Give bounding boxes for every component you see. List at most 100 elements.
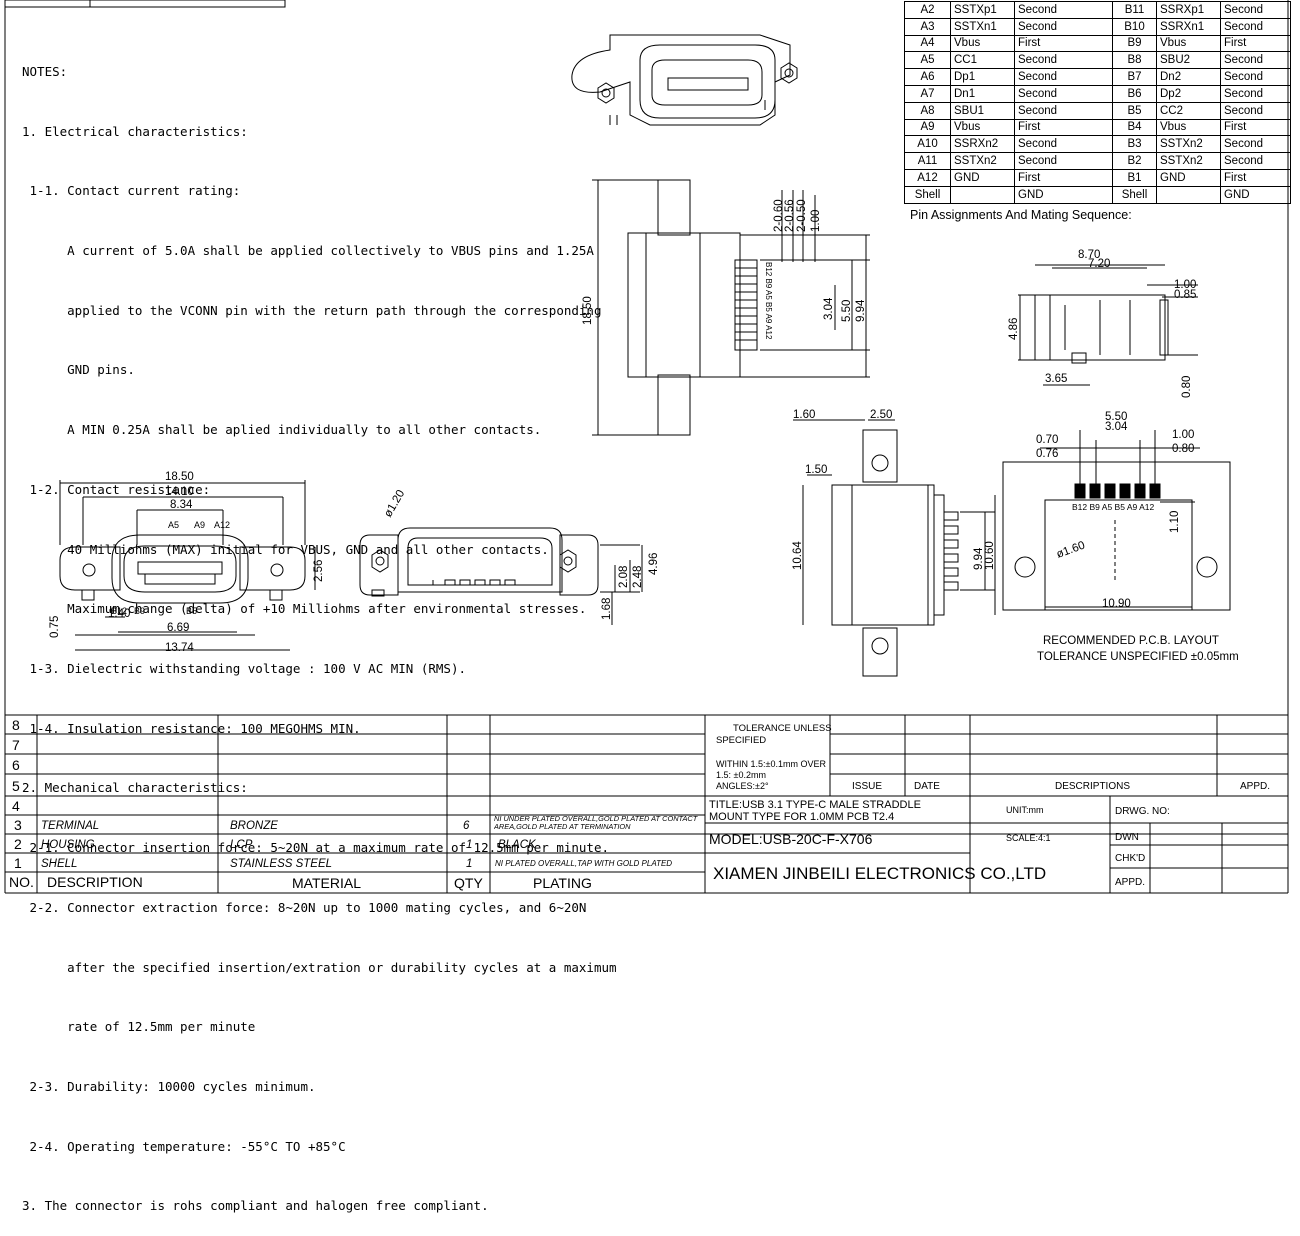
label-front-a9: A9 [194,520,205,530]
tolerance-line: ANGLES:±2° [716,781,769,791]
dim-mid-2-48: 2.48 [632,566,644,588]
pin-cell: Second [1014,68,1113,86]
dim-side-8-70: 8.70 [1078,249,1100,261]
tolerance-line: WITHIN 1.5:±0.1mm OVER [716,759,826,769]
pin-cell: Second [1220,68,1291,86]
dim-top-2-0-56: 2-0.56 [784,199,796,232]
issue-label: ISSUE [852,781,882,792]
pcb-layout-title: RECOMMENDED P.C.B. LAYOUT [1043,635,1219,647]
dim-pcb-5-50: 5.50 [1105,411,1127,423]
pin-cell: Second [1220,51,1291,70]
scale-label: SCALE:4:1 [1006,833,1051,843]
note-line: applied to the VCONN pin with the return… [22,302,602,318]
dim-v-10-60: 10.60 [984,541,996,570]
pin-table-caption: Pin Assignments And Mating Sequence: [910,208,1132,222]
label-front-b9: B9 [134,606,145,616]
note-line: after the specified insertion/extration … [22,959,617,975]
dim-mid-2-08: 2.08 [618,566,630,588]
pin-cell: Second [1014,152,1113,170]
bom-description: TERMINAL [41,820,99,832]
pin-cell: B11 [1112,1,1157,19]
pin-cell: Dp1 [950,68,1015,86]
dim-mid-1-68: 1.68 [601,598,613,620]
dim-side-0-80: 0.80 [1181,376,1193,398]
label-front-b12: B12 [111,606,127,616]
tolerance-line: 1.5: ±0.2mm [716,770,766,780]
note-line: Maximum change (delta) of +10 Milliohms … [22,601,587,617]
rev-number: 6 [12,757,20,773]
pin-cell: Second [1014,51,1113,70]
bom-description: HOUSING [41,839,95,851]
pin-cell: First [1014,168,1113,187]
pin-cell: B10 [1112,17,1157,36]
note-line: 1-2. Contact resistance: [22,481,211,497]
dim-v-9-94: 9.94 [973,547,985,570]
dim-front-14-10: 14.10 [165,486,194,498]
note-line: 1-3. Dielectric withstanding voltage : 1… [22,661,467,676]
note-line: 1. Electrical characteristics: [22,123,248,139]
iso-view [571,34,798,126]
dim-front-0-75: 0.75 [49,616,61,638]
dim-pcb-1-00: 1.00 [1172,429,1194,441]
label-front-a12: A12 [214,520,230,530]
pin-cell: A5 [904,51,951,70]
bom-material: LCP [230,839,253,851]
dim-front-18-50: 18.50 [165,471,194,483]
note-line: 2-4. Operating temperature: -55°C TO +85… [22,1138,346,1154]
bom-qty: 6 [463,820,470,832]
note-line: 2-3. Durability: 10000 cycles minimum. [22,1079,316,1095]
dim-mid-4-96: 4.96 [648,553,660,575]
dim-top-2-0-60: 2-0.60 [773,199,785,232]
dim-top-5-50: 5.50 [841,300,853,322]
bom-plating: BLACK [498,839,537,851]
label-top-pins: B12 B9 A5 B5 A9 A12 [764,262,773,340]
note-line: A current of 5.0A shall be applied colle… [22,242,594,258]
bom-no: 2 [14,836,22,852]
dim-pcb-0-80: 0.80 [1172,443,1194,455]
pin-cell: Vbus [950,118,1015,137]
pin-cell: Second [1220,17,1291,36]
chkd-label: CHK'D [1115,853,1145,864]
pcb-layout [1002,430,1231,611]
note-line: 3. The connector is rohs compliant and h… [22,1198,489,1214]
model-number: MODEL:USB-20C-F-X706 [709,831,873,847]
dim-pcb-1-10: 1.10 [1169,511,1181,533]
vertical-view [793,419,996,677]
dim-side-3-65: 3.65 [1045,373,1067,385]
label-pcb-pins: B12 B9 A5 B5 A9 A12 [1072,502,1155,512]
dim-front-13-74: 13.74 [165,642,194,654]
tolerance-line: TOLERANCE UNLESS [733,723,832,734]
pin-cell: First [1220,168,1291,187]
date-label: DATE [914,781,940,792]
pin-cell: Dp2 [1156,84,1221,103]
pin-cell: GND [1156,168,1221,187]
bom-qty: 1 [466,839,472,851]
note-line: A MIN 0.25A shall be aplied individually… [22,422,542,438]
dim-side-4-86: 4.86 [1008,318,1020,340]
dim-mid-phi-1-20: ø1.20 [382,488,407,519]
dim-side-7-20: 7.20 [1088,258,1110,270]
tolerance-line: SPECIFIED [716,735,766,746]
bom-plating: NI PLATED OVERALL,TAP WITH GOLD PLATED [495,859,672,868]
dim-v-2-50: 2.50 [870,409,892,421]
dim-top-1-00: 1.00 [810,210,822,232]
pin-cell: CC2 [1156,101,1221,120]
dim-pcb-0-70: 0.70 [1036,434,1058,446]
unit-label: UNIT:mm [1006,805,1044,815]
dim-top-9-94: 9.94 [855,299,867,322]
note-line: rate of 12.5mm per minute [22,1019,256,1035]
top-view [592,179,870,436]
label-front-b5: B5 [186,606,197,616]
pin-cell: SSTXn2 [1156,135,1221,154]
dwn-label: DWN [1115,832,1139,843]
dim-pcb-10-90: 10.90 [1102,598,1131,610]
rev-number: 7 [12,737,20,753]
dim-pcb-0-76: 0.76 [1036,448,1058,460]
dim-top-18-50: 18.50 [582,296,594,325]
descriptions-label: DESCRIPTIONS [1055,781,1130,792]
bom-header-description: DESCRIPTION [47,874,143,890]
